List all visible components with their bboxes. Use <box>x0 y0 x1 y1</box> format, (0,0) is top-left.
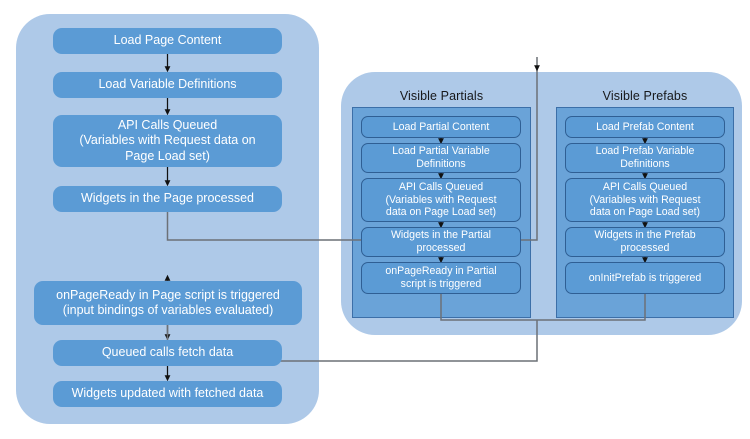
node-load-prefab-variable-definitions[interactable]: Load Prefab Variable Definitions <box>565 143 725 173</box>
node-load-prefab-content[interactable]: Load Prefab Content <box>565 116 725 138</box>
node-widgets-in-prefab-processed[interactable]: Widgets in the Prefab processed <box>565 227 725 257</box>
node-onpageready-page-script[interactable]: onPageReady in Page script is triggered … <box>34 281 302 325</box>
node-queued-calls-fetch-data[interactable]: Queued calls fetch data <box>53 340 282 366</box>
node-oninitprefab-triggered[interactable]: onInitPrefab is triggered <box>565 262 725 294</box>
node-widgets-in-page-processed[interactable]: Widgets in the Page processed <box>53 186 282 212</box>
node-load-page-content[interactable]: Load Page Content <box>53 28 282 54</box>
node-api-calls-queued[interactable]: API Calls Queued (Variables with Request… <box>53 115 282 167</box>
node-load-variable-definitions[interactable]: Load Variable Definitions <box>53 72 282 98</box>
node-load-partial-variable-definitions[interactable]: Load Partial Variable Definitions <box>361 143 521 173</box>
visible-prefabs-title: Visible Prefabs <box>602 89 688 103</box>
node-load-partial-content[interactable]: Load Partial Content <box>361 116 521 138</box>
node-onpageready-partial-script[interactable]: onPageReady in Partial script is trigger… <box>361 262 521 294</box>
node-widgets-in-partial-processed[interactable]: Widgets in the Partial processed <box>361 227 521 257</box>
visible-partials-title: Visible Partials <box>399 89 484 103</box>
node-partial-api-calls-queued[interactable]: API Calls Queued (Variables with Request… <box>361 178 521 222</box>
node-widgets-updated-with-fetched-data[interactable]: Widgets updated with fetched data <box>53 381 282 407</box>
node-prefab-api-calls-queued[interactable]: API Calls Queued (Variables with Request… <box>565 178 725 222</box>
